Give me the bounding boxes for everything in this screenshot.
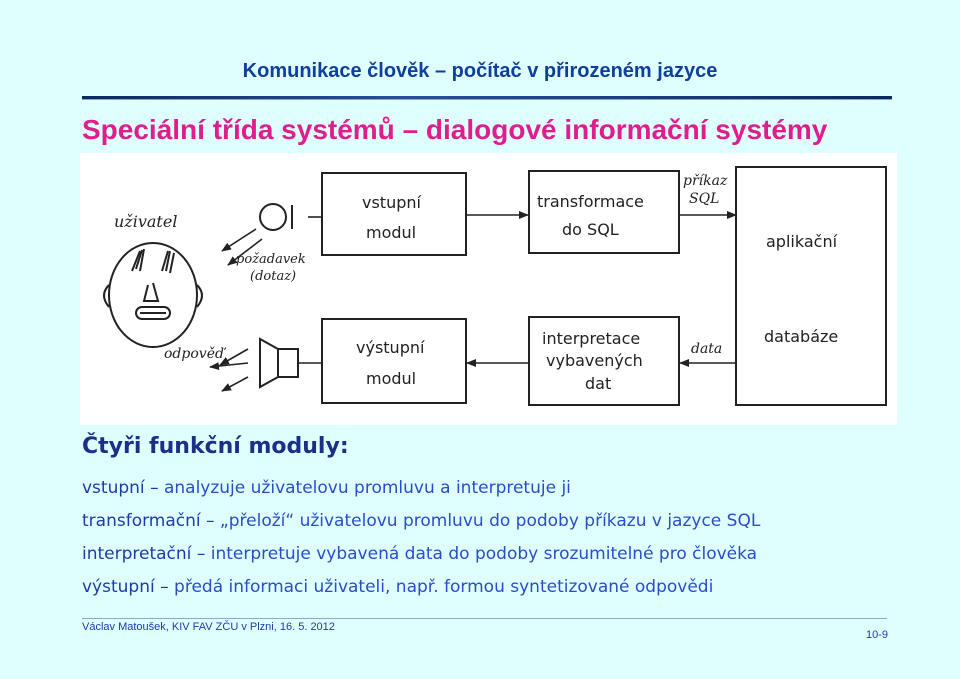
module-term: transformační <box>82 511 201 531</box>
module-text: „přeloží“ uživatelovu promluvu do podoby… <box>219 511 761 531</box>
module-term: výstupní <box>82 577 155 597</box>
module-term: interpretační <box>82 544 192 564</box>
interpretation-label-3: dat <box>585 374 611 393</box>
header-title: Komunikace člověk – počítač v přirozeném… <box>242 60 718 82</box>
module-text: interpretuje vybavená data do podoby sro… <box>210 544 758 564</box>
transform-label-2: do SQL <box>562 220 619 239</box>
microphone-icon <box>259 203 293 231</box>
output-module-label-2: modul <box>366 369 416 388</box>
footer-divider <box>82 618 887 619</box>
user-label: uživatel <box>114 212 177 231</box>
dialog-system-diagram: uživatel požadavek (dotaz) odpověď vstup… <box>80 153 897 425</box>
interpretation-label-2: vybavených <box>546 351 643 370</box>
application-label: aplikační <box>766 232 838 251</box>
module-text: analyzuje uživatelovu promluvu a interpr… <box>163 478 571 498</box>
response-label: odpověď <box>164 346 227 362</box>
module-text: předá informaci uživateli, např. formou … <box>174 577 714 597</box>
data-label: data <box>691 341 722 357</box>
request-label-2: (dotaz) <box>250 269 296 284</box>
module-dash: – <box>206 511 215 531</box>
input-module-label-2: modul <box>366 223 416 242</box>
speaker-icon <box>259 337 299 389</box>
module-dash: – <box>160 577 169 597</box>
module-desc-input: vstupní – analyzuje uživatelovu promluvu… <box>82 478 571 498</box>
application-database-box <box>735 166 887 406</box>
page-number: 10-9 <box>866 629 889 641</box>
response-arrows <box>209 348 249 392</box>
footer-author: Václav Matoušek, KIV FAV ZČU v Plzni, 16… <box>82 621 335 633</box>
slide-title: Speciální třída systémů – dialogové info… <box>82 114 828 145</box>
database-label: databáze <box>764 327 838 346</box>
module-dash: – <box>150 478 159 498</box>
output-module-label-1: výstupní <box>356 338 425 357</box>
modules-heading: Čtyři funkční moduly: <box>82 434 349 459</box>
transform-box <box>528 170 680 254</box>
diagram-svg: uživatel požadavek (dotaz) odpověď vstup… <box>103 166 887 406</box>
module-dash: – <box>196 544 206 564</box>
transform-label-1: transformace <box>537 192 644 211</box>
module-desc-interpret: interpretační – interpretuje vybavená da… <box>82 544 757 564</box>
output-module-box <box>321 318 467 404</box>
sql-command-label-1: příkaz <box>683 173 728 189</box>
module-desc-transform: transformační – „přeloží“ uživatelovu pr… <box>82 511 760 531</box>
header-divider <box>82 96 892 100</box>
request-label-1: požadavek <box>236 252 306 267</box>
sql-command-label-2: SQL <box>689 191 719 207</box>
request-arrows <box>221 228 263 266</box>
interpretation-label-1: interpretace <box>542 329 640 348</box>
module-desc-output: výstupní – předá informaci uživateli, na… <box>82 577 713 597</box>
user-face-icon <box>103 242 203 348</box>
module-term: vstupní <box>82 478 145 498</box>
input-module-label-1: vstupní <box>362 193 422 212</box>
input-module-box <box>321 172 467 256</box>
